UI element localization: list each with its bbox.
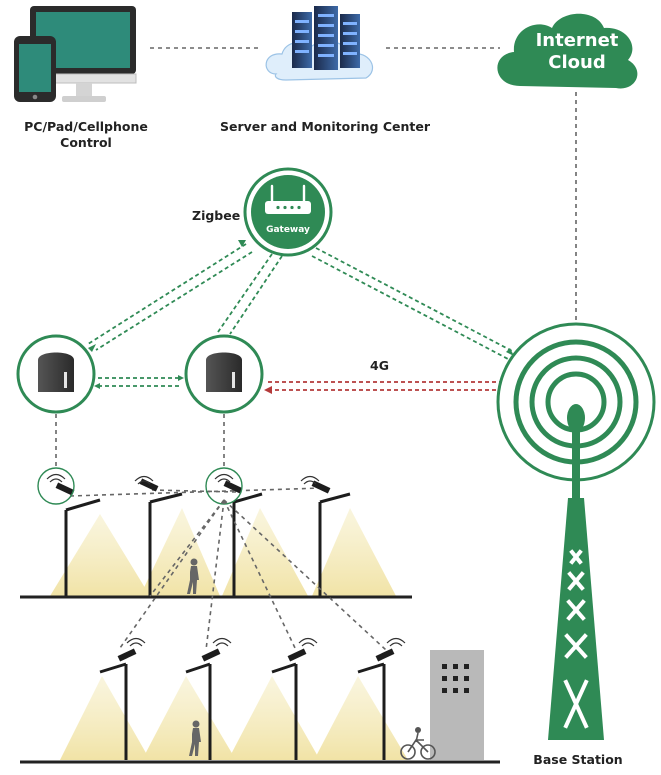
zigbee-label: Zigbee [192,208,240,223]
mesh-links [119,499,387,651]
base-station-label: Base Station [533,752,622,767]
link-arrowheads [88,240,514,389]
top-links [150,47,577,322]
building-icon [430,650,484,760]
controller-icon [16,334,96,414]
street-row-1 [20,467,412,599]
monitor-icon [29,6,137,102]
controller-icon [184,334,264,414]
street-light-icon [64,492,351,596]
fourg-label: 4G [370,358,389,373]
cloud-label-line1: Internet [536,30,619,51]
gateway-label: Gateway [266,225,310,235]
pedestrian-icon [187,558,199,594]
wifi-icon [37,467,320,505]
street-row-2 [20,637,500,764]
fourg-link [268,381,500,391]
tablet-icon [14,36,56,102]
pc-label-line2: Control [60,135,112,150]
wifi-icon [126,637,406,647]
server-label: Server and Monitoring Center [220,119,431,134]
cloud-label-line2: Cloud [548,52,605,73]
pc-label-line1: PC/Pad/Cellphone [24,119,148,134]
fourg-arrowhead [264,386,272,394]
router-icon: Gateway [243,167,333,257]
cloud-icon: Internet Cloud [497,13,638,89]
street-light-icon [99,662,386,760]
pedestrian-icon [189,720,201,756]
cell-tower-icon [496,322,656,740]
server-icon [265,6,373,81]
controller-drop-links [55,414,225,470]
cyclist-icon [400,727,436,760]
zigbee-links [87,243,515,387]
